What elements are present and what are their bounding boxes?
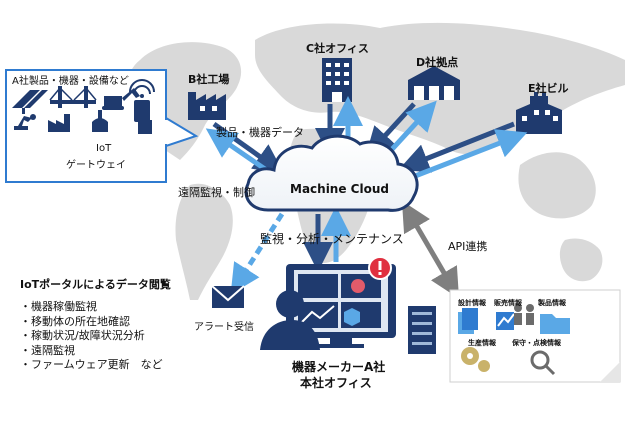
portal-title: IoTポータルによるデータ閲覧 — [20, 278, 171, 291]
c-office-icon — [322, 58, 352, 102]
sales-info-label: 販売情報 — [494, 299, 522, 307]
monitoring-label: 監視・分析・メンテナンス — [260, 232, 404, 246]
sales-document-icon — [496, 312, 515, 330]
robot-arm-icon — [14, 114, 36, 130]
arrow-cloud-to-e — [409, 129, 528, 181]
production-gear-icon — [461, 347, 490, 372]
gateway-box-title: A社製品・機器・設備など — [12, 76, 129, 87]
gateway-label: ゲートウェイ — [66, 160, 126, 171]
systems-panel-fold — [600, 362, 620, 382]
mail-icon — [211, 285, 245, 308]
production-info-label: 生産情報 — [468, 339, 496, 347]
alert-badge-icon — [368, 256, 392, 280]
server-rack-icon — [408, 306, 436, 354]
iot-label: IoT — [96, 143, 112, 154]
d-base-icon — [408, 66, 460, 100]
operator-person-icon — [260, 290, 320, 350]
machine-cloud-label: Machine Cloud — [290, 182, 389, 196]
e-building-label: E社ビル — [528, 82, 569, 95]
b-factory-icon — [188, 92, 226, 120]
product-info-label: 製品情報 — [538, 299, 566, 307]
b-factory-label: B社工場 — [188, 73, 230, 86]
api-label: API連携 — [448, 240, 488, 253]
maintenance-info-label: 保守・点検情報 — [512, 339, 561, 347]
product-folder-icon — [540, 314, 570, 334]
machine-cloud-shape — [244, 134, 419, 212]
alert-label: アラート受信 — [194, 322, 254, 333]
bridge-icon — [49, 86, 97, 108]
plant-tank-icon — [92, 110, 108, 132]
portal-feature-list: ・機器稼働監視 ・移動体の所在地確認 ・稼動状況/故障状況分析 ・遠隔監視 ・フ… — [20, 300, 163, 373]
hq-name: 機器メーカーA社 — [292, 360, 386, 374]
arrow-api — [401, 200, 460, 299]
hq-monitor — [286, 264, 396, 348]
arrows — [205, 96, 528, 299]
list-item: ・遠隔監視 — [20, 343, 75, 357]
remote-control-label: 遠隔監視・制御 — [178, 186, 255, 199]
maintenance-person-icon — [514, 304, 534, 325]
c-office-label: C社オフィス — [306, 42, 369, 55]
meter-device-icon — [138, 120, 152, 134]
list-item: ・ファームウェア更新 など — [20, 358, 163, 371]
hq-office: 本社オフィス — [300, 376, 372, 390]
d-base-label: D社拠点 — [416, 56, 459, 69]
solar-panel-icon — [12, 90, 48, 114]
inspection-magnifier-icon — [530, 350, 556, 376]
design-info-label: 設計情報 — [458, 299, 486, 307]
factory-small-icon — [48, 114, 70, 132]
arrow-cloud-to-alert — [230, 212, 285, 295]
list-item: ・稼動状況/故障状況分析 — [20, 329, 145, 342]
product-data-label: 製品・機器データ — [216, 126, 304, 139]
design-document-icon — [458, 308, 478, 334]
e-building-icon — [516, 92, 562, 134]
wireless-gateway-icon — [129, 79, 155, 122]
list-item: ・機器稼働監視 — [20, 300, 97, 313]
list-item: ・移動体の所在地確認 — [20, 314, 130, 328]
